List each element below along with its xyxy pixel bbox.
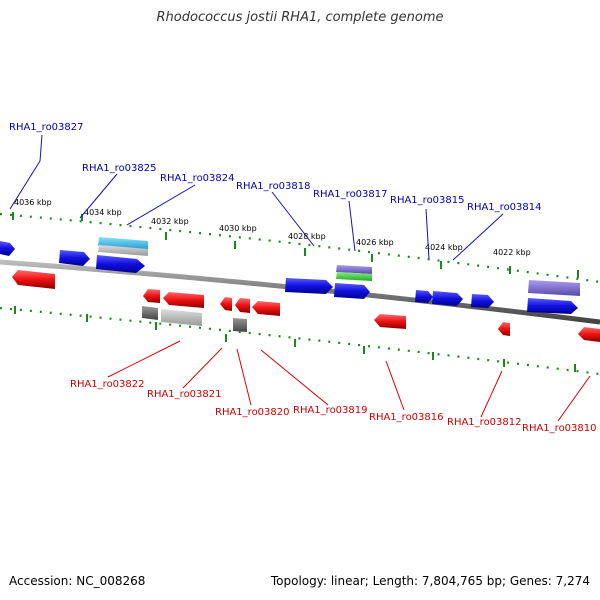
forward-gene[interactable] bbox=[432, 291, 463, 306]
gene-label-reverse[interactable]: RHA1_ro03821 bbox=[147, 389, 222, 400]
forward-gene[interactable] bbox=[285, 278, 333, 294]
forward-gene[interactable] bbox=[96, 255, 145, 273]
gene-label-reverse[interactable]: RHA1_ro03822 bbox=[70, 379, 145, 390]
gene-label-forward[interactable]: RHA1_ro03827 bbox=[9, 122, 84, 133]
rna-feature-light[interactable] bbox=[98, 245, 148, 256]
gene-label-forward[interactable]: RHA1_ro03817 bbox=[313, 189, 388, 200]
reverse-gene[interactable] bbox=[252, 301, 280, 316]
scale-label: 4036 kbp bbox=[14, 198, 52, 207]
gene-label-forward[interactable]: RHA1_ro03824 bbox=[160, 173, 235, 184]
reverse-gene[interactable] bbox=[578, 327, 600, 342]
reverse-labels: RHA1_ro03822 RHA1_ro03821 RHA1_ro03820 R… bbox=[70, 379, 597, 434]
scale-labels: 4036 kbp 4034 kbp 4032 kbp 4030 kbp 4028… bbox=[14, 198, 531, 257]
pseudo-feature-gray[interactable] bbox=[142, 306, 158, 320]
gene-label-reverse[interactable]: RHA1_ro03819 bbox=[293, 405, 368, 416]
reverse-genes bbox=[12, 270, 600, 342]
forward-gene[interactable] bbox=[334, 283, 370, 299]
scale-label: 4024 kbp bbox=[425, 243, 463, 252]
gene-label-reverse[interactable]: RHA1_ro03816 bbox=[369, 412, 444, 423]
forward-leader-lines bbox=[9, 134, 504, 261]
gene-label-forward[interactable]: RHA1_ro03814 bbox=[467, 202, 542, 213]
rna-feature-green[interactable] bbox=[336, 272, 372, 281]
pseudo-features bbox=[142, 306, 247, 332]
forward-gene[interactable] bbox=[471, 294, 494, 308]
forward-gene[interactable] bbox=[59, 250, 90, 266]
lower-scale-dots bbox=[0, 306, 600, 376]
reverse-gene[interactable] bbox=[235, 298, 250, 313]
reverse-gene[interactable] bbox=[163, 292, 204, 308]
scale-label: 4026 kbp bbox=[356, 238, 394, 247]
rna-feature-purple[interactable] bbox=[336, 265, 372, 274]
accession-text: Accession: NC_008268 bbox=[9, 574, 146, 588]
scale-label: 4030 kbp bbox=[219, 224, 257, 233]
scale-label: 4034 kbp bbox=[84, 208, 122, 217]
reverse-leader-lines bbox=[107, 340, 591, 422]
forward-genes bbox=[0, 241, 578, 314]
upper-major-ticks bbox=[12, 212, 579, 278]
pseudo-feature-light[interactable] bbox=[161, 309, 202, 326]
gene-label-reverse[interactable]: RHA1_ro03812 bbox=[447, 417, 522, 428]
reverse-gene[interactable] bbox=[12, 270, 55, 289]
lower-major-ticks bbox=[14, 306, 576, 372]
upper-scale-dots bbox=[0, 212, 600, 284]
topology-text: Topology: linear; Length: 7,804,765 bp; … bbox=[270, 574, 590, 588]
forward-labels: RHA1_ro03827 RHA1_ro03825 RHA1_ro03824 R… bbox=[9, 122, 542, 213]
scale-label: 4022 kbp bbox=[493, 248, 531, 257]
forward-gene[interactable] bbox=[415, 290, 433, 303]
reverse-gene[interactable] bbox=[498, 322, 510, 336]
reverse-gene[interactable] bbox=[143, 289, 160, 303]
gene-label-reverse[interactable]: RHA1_ro03810 bbox=[522, 423, 597, 434]
forward-gene[interactable] bbox=[0, 241, 15, 256]
reverse-gene[interactable] bbox=[220, 297, 232, 311]
reverse-gene[interactable] bbox=[374, 314, 406, 329]
scale-label: 4032 kbp bbox=[151, 217, 189, 226]
gene-label-forward[interactable]: RHA1_ro03825 bbox=[82, 163, 157, 174]
rna-feature-purple-2[interactable] bbox=[528, 280, 580, 296]
gene-label-reverse[interactable]: RHA1_ro03820 bbox=[215, 407, 290, 418]
genome-title: Rhodococcus jostii RHA1, complete genome bbox=[156, 10, 444, 25]
forward-gene[interactable] bbox=[527, 298, 578, 314]
gene-label-forward[interactable]: RHA1_ro03815 bbox=[390, 195, 465, 206]
pseudo-feature-gray-2[interactable] bbox=[233, 318, 247, 332]
gene-label-forward[interactable]: RHA1_ro03818 bbox=[236, 181, 311, 192]
rna-features bbox=[98, 237, 580, 296]
